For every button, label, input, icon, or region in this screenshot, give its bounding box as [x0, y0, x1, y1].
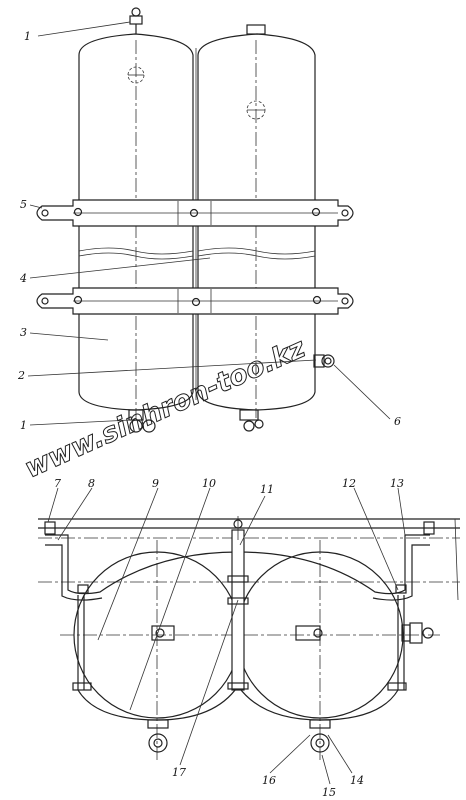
- callout-3: 3: [20, 326, 27, 339]
- callout-7: 7: [54, 477, 61, 490]
- bottom-drain-valve-right: [239, 409, 264, 432]
- front-view: [27, 7, 391, 433]
- callout-17: 17: [172, 766, 186, 779]
- side-connector-plan: [401, 622, 434, 644]
- right-cylinder: [197, 33, 316, 411]
- callout-4: 4: [19, 272, 27, 285]
- callout-1-bottom: 1: [20, 419, 27, 432]
- side-connector: [313, 354, 335, 368]
- callout-11: 11: [260, 483, 274, 496]
- mounting-strap-lower: [36, 287, 354, 315]
- callout-9: 9: [152, 477, 159, 490]
- callout-16: 16: [262, 774, 276, 787]
- port-fitting-right: [295, 625, 323, 641]
- callout-labels: 1 5 4 3 2 1 6 7 8 9 10 11 12 13 17 16 15…: [17, 30, 404, 799]
- plan-view: [38, 487, 460, 785]
- callout-2: 2: [17, 369, 25, 382]
- watermark: www.sinhron-too.kz: [20, 333, 310, 485]
- callout-6: 6: [394, 415, 401, 428]
- bottom-drain-valve-left: [128, 409, 156, 433]
- callout-10: 10: [202, 477, 216, 490]
- left-cylinder: [78, 33, 194, 411]
- drain-valve-right: [309, 719, 331, 753]
- top-drain-valve: [129, 7, 143, 34]
- callout-15: 15: [322, 786, 336, 799]
- mounting-strap-upper: [36, 199, 354, 227]
- callout-12: 12: [342, 477, 356, 490]
- port-fitting-left: [151, 625, 175, 641]
- callout-1-top: 1: [24, 30, 31, 43]
- callout-5: 5: [20, 198, 27, 211]
- callout-13: 13: [390, 477, 404, 490]
- drain-valve-left: [147, 719, 169, 753]
- callout-8: 8: [88, 477, 95, 490]
- callout-14: 14: [350, 774, 364, 787]
